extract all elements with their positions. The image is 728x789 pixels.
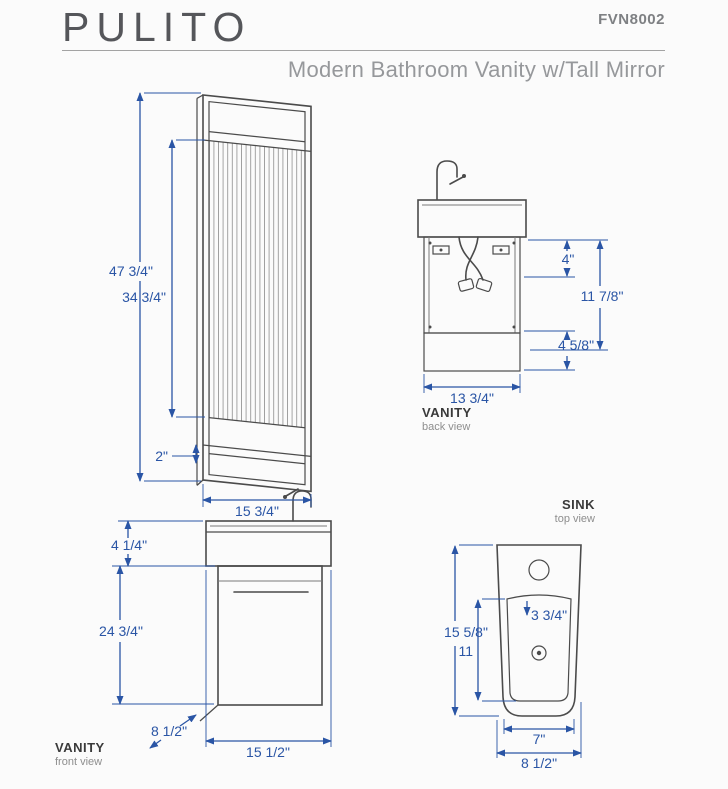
dim-mirror-width: 15 3/4": [235, 503, 279, 519]
faucet-front: [292, 490, 312, 522]
back-view-label: VANITY: [422, 405, 472, 420]
drain-hose-right: [465, 236, 479, 281]
dim-overall-width: 15 1/2": [246, 744, 290, 760]
dim-back-width: 13 3/4": [450, 390, 494, 406]
dim-basin-width: 7": [533, 731, 546, 747]
mirror-glass: [209, 140, 305, 428]
product-title: PULITO: [62, 4, 252, 50]
mount-bracket-left: [432, 245, 450, 255]
front-view-label: VANITY: [55, 740, 105, 755]
dim-shelf-height: 2": [155, 448, 168, 464]
header: PULITO FVN8002 Modern Bathroom Vanity w/…: [62, 6, 665, 83]
back-base-panel: [423, 332, 521, 372]
back-panel: [423, 236, 521, 334]
dim-sink-height: 4 1/4": [111, 537, 147, 553]
dim-opening-height: 11 7/8": [581, 288, 624, 304]
sink-back: [417, 199, 527, 238]
sink-top-drawing: [496, 544, 582, 717]
cabinet-front: [217, 565, 323, 706]
product-subtitle: Modern Bathroom Vanity w/Tall Mirror: [287, 57, 665, 82]
sink-view-label: SINK: [562, 497, 595, 512]
dim-base-height: 4 5/8": [558, 337, 594, 353]
dim-cabinet-height: 24 3/4": [99, 623, 143, 639]
mount-bracket-right: [492, 245, 510, 255]
dim-mount-offset: 4": [562, 251, 575, 267]
dim-faucet-inset: 3 3/4": [531, 607, 567, 623]
dim-sink-width: 8 1/2": [521, 755, 557, 771]
vanity-front-drawing: [199, 488, 332, 722]
dim-sink-length: 15 5/8": [444, 624, 488, 640]
front-view-sublabel: front view: [55, 756, 102, 768]
dim-overall-height: 47 3/4": [109, 263, 153, 279]
front-view-dimensions: 47 3/4" 34 3/4" 2" 15 3/4" 4 1/4": [99, 92, 332, 760]
dim-mirror-glass-height: 34 3/4": [122, 289, 166, 305]
faucet-back: [436, 160, 458, 200]
header-divider: [62, 50, 665, 51]
sink-view-dimensions: 15 5/8" 11 3 3/4" 7" 8 1/2": [444, 544, 582, 771]
drain-hole: [531, 645, 547, 661]
back-view-sublabel: back view: [422, 421, 470, 433]
sink-outline: [496, 544, 582, 717]
faucet-hole: [528, 559, 550, 581]
sink-front: [205, 520, 332, 567]
dim-basin-length: 11: [458, 643, 473, 659]
basin-inner: [506, 594, 572, 702]
sink-view-sublabel: top view: [555, 513, 595, 525]
model-number: FVN8002: [598, 11, 665, 28]
vanity-back-drawing: [417, 160, 527, 372]
dim-depth: 8 1/2": [151, 723, 187, 739]
mirror-drawing: [196, 94, 312, 493]
back-view-dimensions: 4" 11 7/8" 4 5/8" 13 3/4": [423, 239, 624, 406]
